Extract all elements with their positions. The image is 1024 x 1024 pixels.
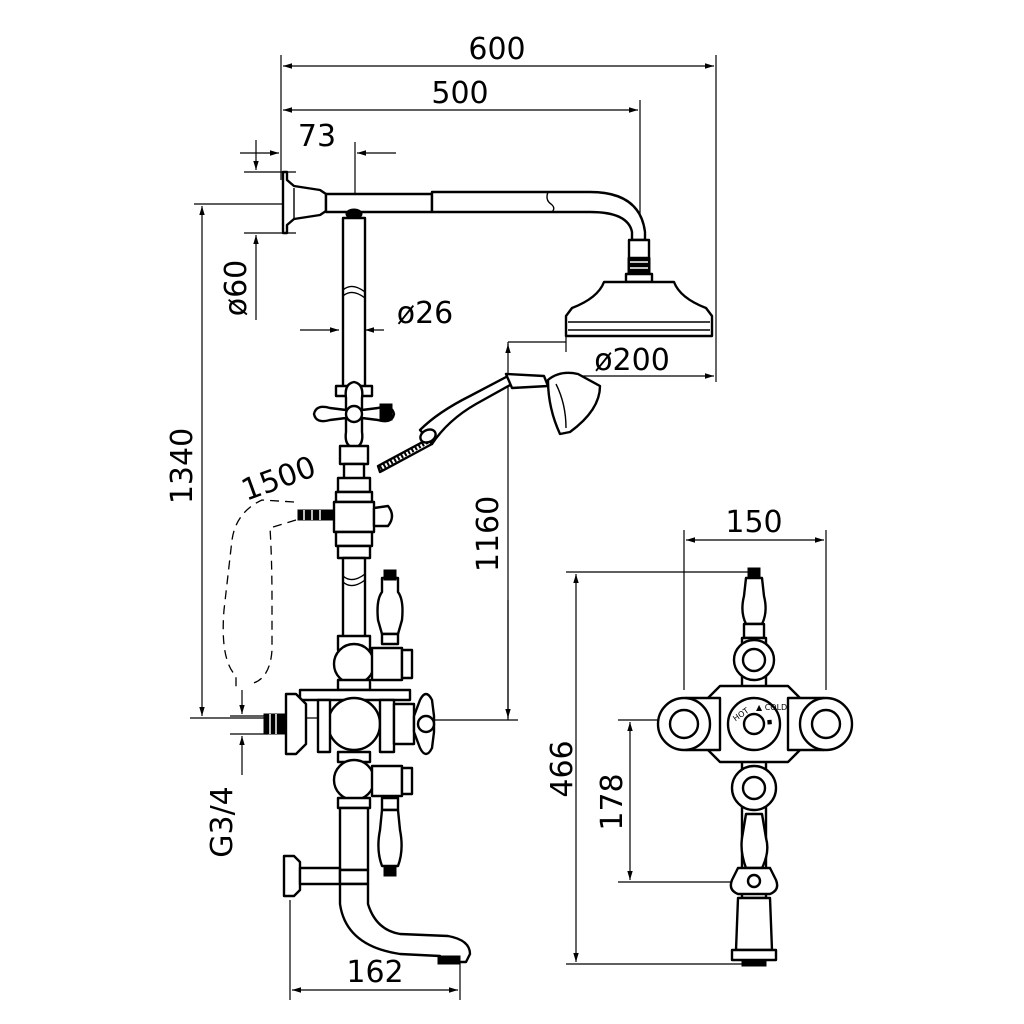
- dim-73-label: 73: [298, 119, 336, 154]
- dim-dia200-label: ø200: [594, 343, 670, 378]
- svg-text:◆: ◆: [765, 716, 776, 727]
- dim-g34-label: G3/4: [205, 786, 240, 858]
- dim-1500-label: 1500: [237, 450, 321, 509]
- thermostatic-valve-front-view: HOT ▲ COLD ◆: [656, 567, 854, 967]
- dim-500-label: 500: [431, 76, 488, 111]
- dim-1340-label: 1340: [165, 428, 200, 504]
- dim-466-label: 466: [545, 740, 580, 797]
- dim-dia26-label: ø26: [397, 296, 454, 331]
- dim-1160-label: 1160: [471, 496, 506, 572]
- dim-150-label: 150: [725, 505, 782, 540]
- dimension-labels: 600 500 73 ø60 ø26 ø200 1340 1500 1160 1…: [165, 32, 783, 990]
- dim-600-label: 600: [468, 32, 525, 67]
- dim-178-label: 178: [595, 773, 630, 830]
- svg-text:▲ COLD: ▲ COLD: [756, 703, 787, 712]
- dim-dia60-label: ø60: [219, 260, 254, 317]
- shower-column-side-view: [222, 170, 714, 965]
- dim-162-label: 162: [346, 955, 403, 990]
